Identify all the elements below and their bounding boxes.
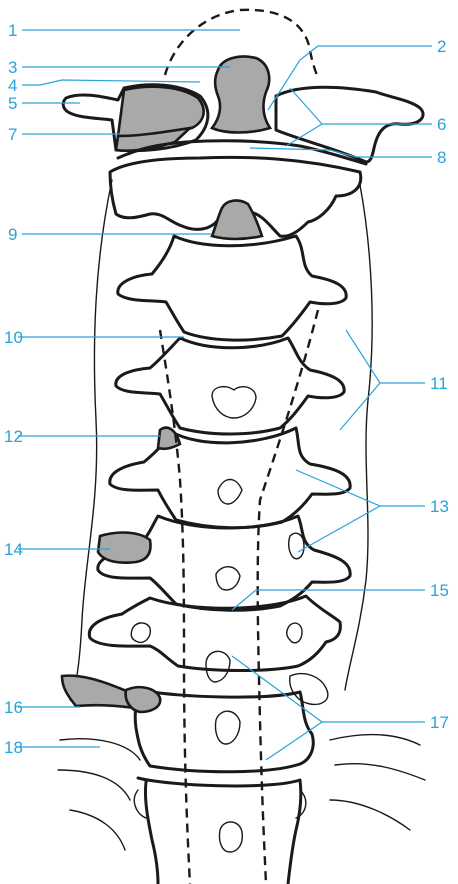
t1-left-process — [126, 687, 161, 712]
label-11: 11 — [430, 374, 448, 393]
label-8: 8 — [437, 148, 446, 167]
label-3: 3 — [8, 58, 17, 77]
t1-right-process — [290, 674, 328, 705]
label-6: 6 — [437, 115, 446, 134]
neck-outline-left — [70, 180, 112, 700]
leader-4 — [22, 80, 200, 85]
label-10: 10 — [4, 328, 23, 347]
leader-11b — [340, 383, 380, 430]
neck-outline-right — [345, 185, 372, 690]
leader-11a — [346, 330, 425, 383]
label-12: 12 — [4, 427, 23, 446]
c6-right-oval — [289, 533, 304, 559]
label-17: 17 — [430, 713, 449, 732]
label-9: 9 — [8, 225, 17, 244]
c2-spinous-shade — [212, 201, 262, 239]
c6-foramen — [216, 567, 240, 590]
leader-6a — [290, 88, 432, 124]
leader-13a — [296, 470, 425, 506]
c5-spinous — [218, 480, 242, 505]
t1-foramen — [215, 711, 240, 744]
label-4: 4 — [8, 76, 17, 95]
c6-left-facet — [98, 533, 150, 563]
c7-spinous — [206, 651, 230, 682]
dens — [212, 57, 270, 133]
c4-vertebra — [116, 338, 344, 434]
label-15: 15 — [430, 581, 449, 600]
label-18: 18 — [4, 738, 23, 757]
t2-rings — [134, 790, 305, 818]
label-13: 13 — [430, 497, 449, 516]
label-16: 16 — [4, 698, 23, 717]
t1-vertebra — [135, 690, 313, 772]
c7-oval-right — [287, 623, 302, 643]
label-1: 1 — [8, 21, 17, 40]
c7-oval-left — [131, 623, 150, 642]
label-2: 2 — [437, 37, 446, 56]
c4-foramen — [212, 387, 256, 418]
t2-foramen — [219, 822, 242, 852]
atlas-right-outline — [276, 87, 423, 162]
c7-vertebra — [89, 596, 340, 671]
spine-illustration — [58, 10, 425, 884]
label-5: 5 — [8, 94, 17, 113]
c3-vertebra — [118, 236, 346, 340]
label-14: 14 — [4, 540, 23, 559]
label-7: 7 — [8, 125, 17, 144]
